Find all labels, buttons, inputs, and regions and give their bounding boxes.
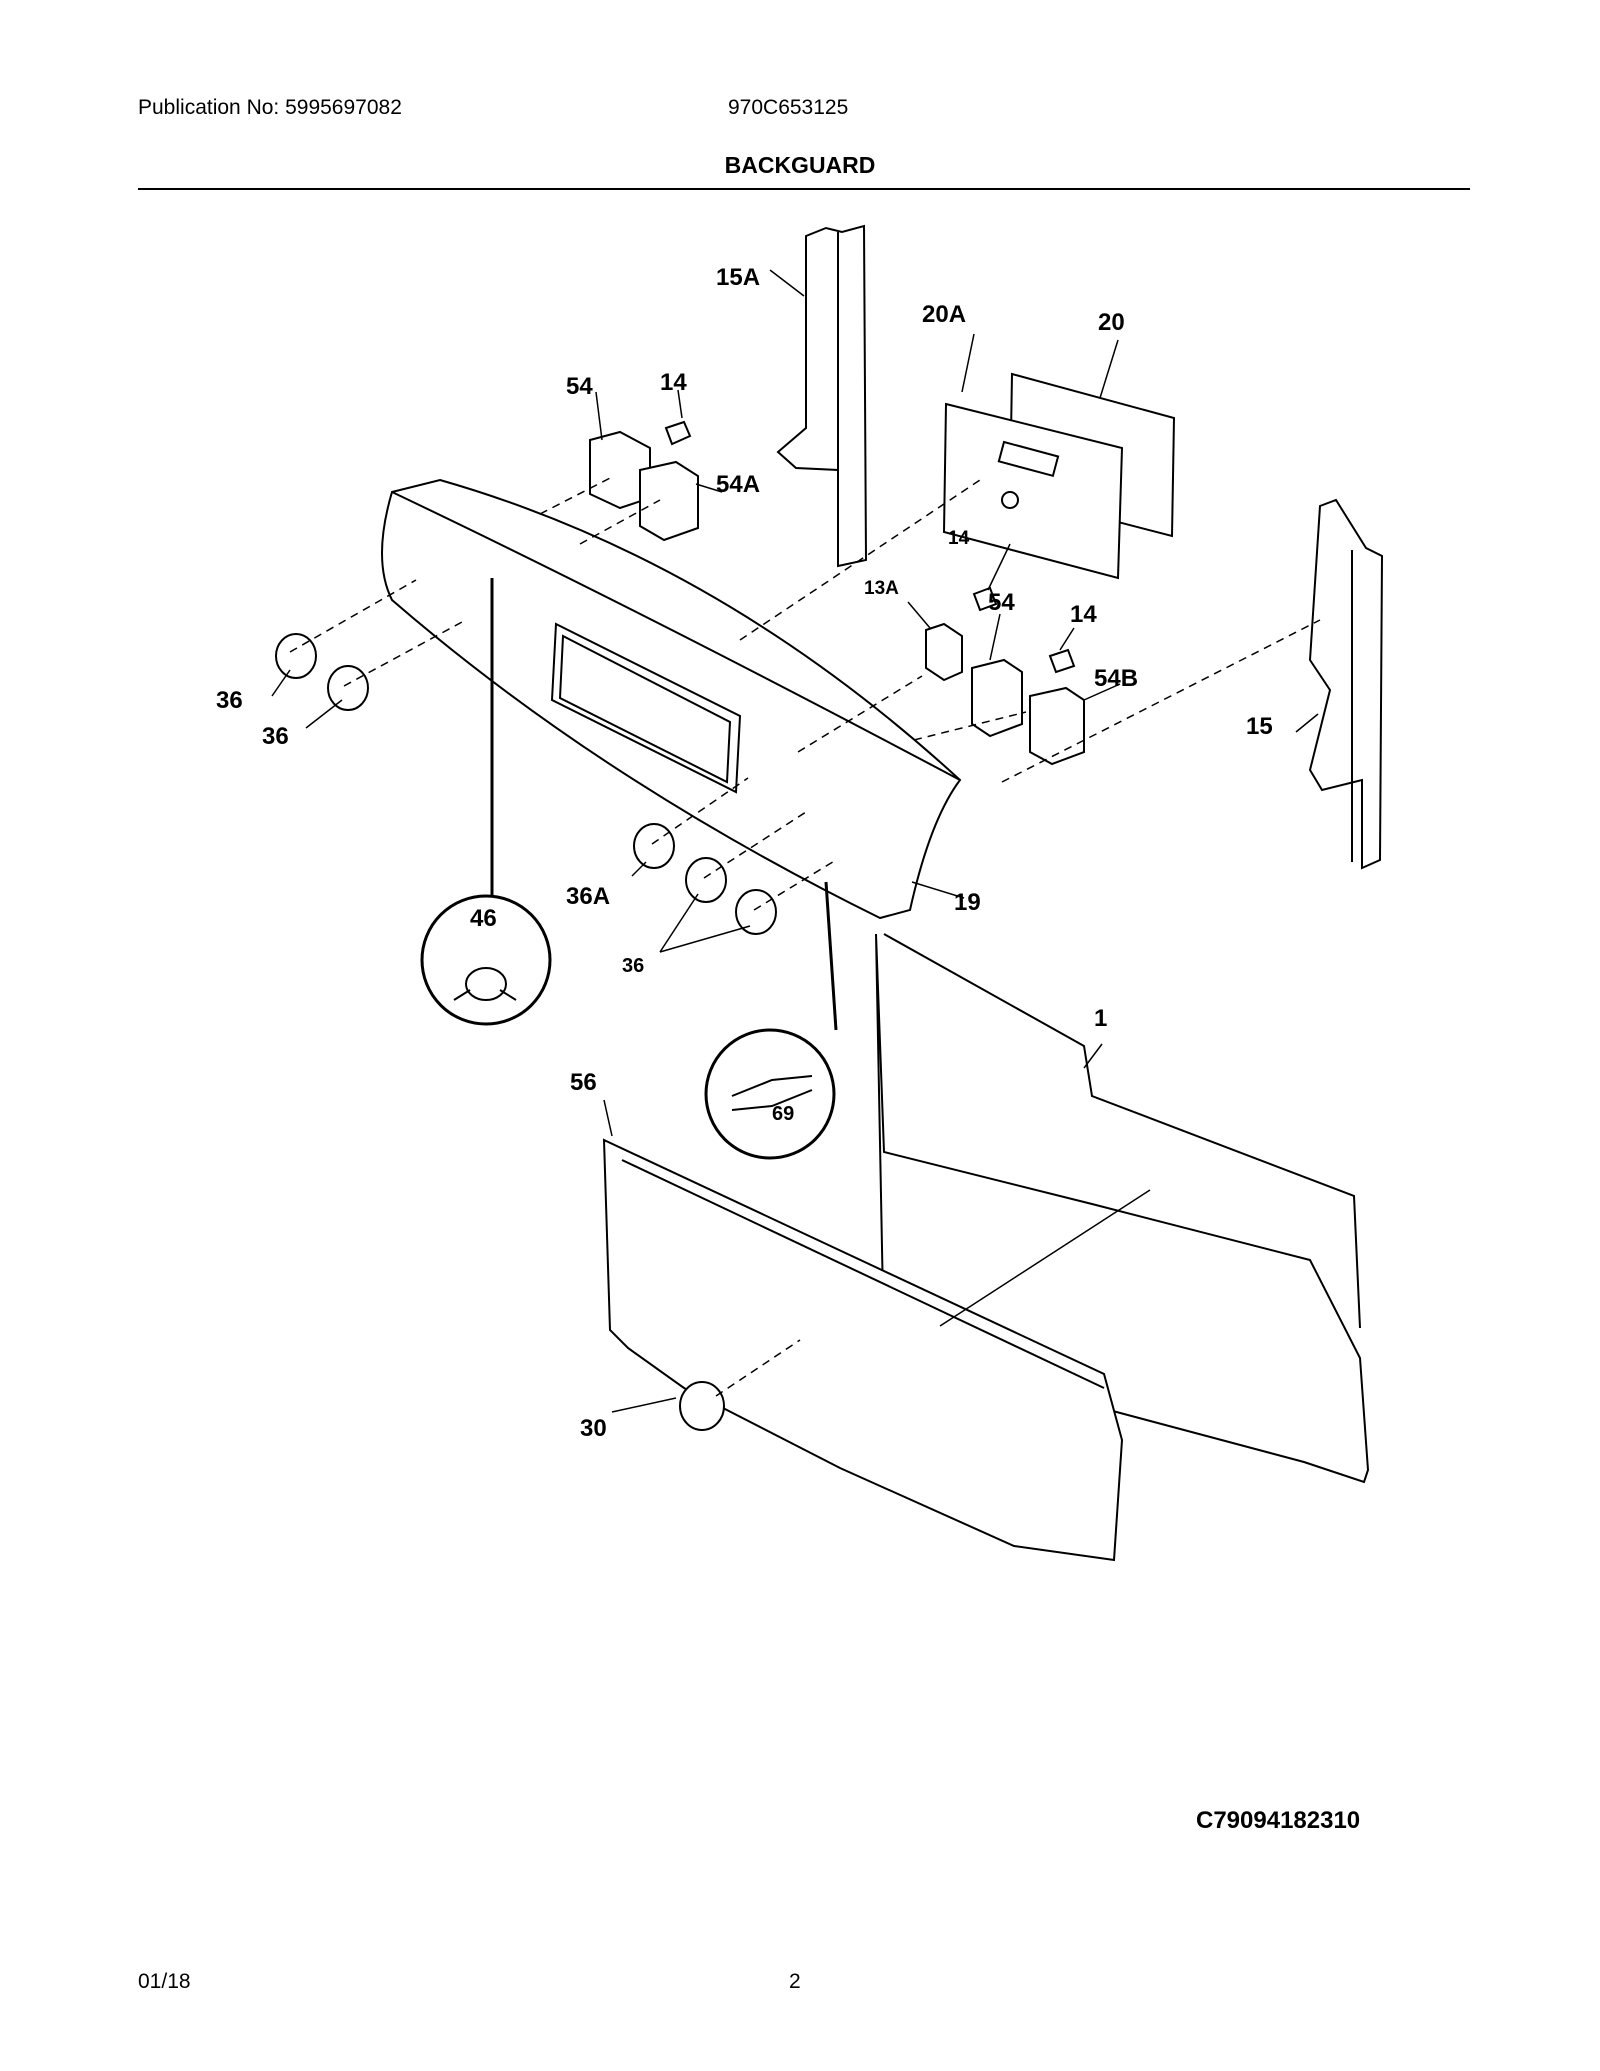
detail-46 <box>420 894 552 1026</box>
overlay-20A <box>942 402 1124 580</box>
callout-36-lower: 36 <box>622 955 644 977</box>
diagram-code: C79094182310 <box>1196 1807 1361 1834</box>
callout-56: 56 <box>570 1069 597 1096</box>
side-bracket-15 <box>1308 498 1384 870</box>
callout-20A: 20A <box>922 301 966 328</box>
callout-54B: 54B <box>1094 665 1138 692</box>
knob-36-left-lower <box>327 665 369 711</box>
knob-36A <box>633 823 675 869</box>
switch-54B <box>1029 686 1085 766</box>
connector-14-middle <box>972 586 998 612</box>
switch-13A <box>925 622 963 682</box>
footer-page-number: 2 <box>789 1970 801 1993</box>
callout-14-middle: 14 <box>948 528 970 549</box>
knob-36-right <box>735 889 777 935</box>
callout-69: 69 <box>772 1103 794 1125</box>
callout-30: 30 <box>580 1415 607 1442</box>
callout-46: 46 <box>470 905 497 932</box>
leader-lines <box>271 269 1319 1413</box>
callout-14-upper: 14 <box>660 369 687 396</box>
knob-36-left-upper <box>275 633 317 679</box>
page-title: BACKGUARD <box>724 152 876 178</box>
callout-14-lower: 14 <box>1070 601 1097 628</box>
detail-69 <box>704 1028 836 1160</box>
lower-panel-56 <box>602 1138 1124 1562</box>
callout-36-upper-left: 36 <box>216 687 243 714</box>
assembly-lines <box>289 475 1321 1397</box>
connector-14-lower <box>1048 648 1076 674</box>
switch-54-lower <box>971 658 1023 738</box>
knob-36-center <box>685 857 727 903</box>
callout-15A: 15A <box>716 264 760 291</box>
callout-54-lower: 54 <box>988 589 1015 616</box>
callout-36A: 36A <box>566 883 610 910</box>
callout-36-lower-left: 36 <box>262 723 289 750</box>
callout-13A: 13A <box>864 578 899 599</box>
footer-date: 01/18 <box>138 1970 191 1993</box>
switch-54A <box>639 460 699 542</box>
connector-14-upper <box>664 420 692 446</box>
plug-30 <box>679 1381 725 1431</box>
backguard-panel <box>381 478 962 920</box>
model-number: 970C653125 <box>728 96 849 119</box>
callout-20: 20 <box>1098 309 1125 336</box>
callout-15: 15 <box>1246 713 1273 740</box>
side-bracket-15A <box>776 224 868 568</box>
header-rule <box>138 188 1470 190</box>
callout-54A: 54A <box>716 471 760 498</box>
callout-54-upper: 54 <box>566 373 593 400</box>
publication-number: Publication No: 5995697082 <box>138 96 402 119</box>
callout-19: 19 <box>954 889 981 916</box>
callout-1: 1 <box>1094 1005 1107 1032</box>
